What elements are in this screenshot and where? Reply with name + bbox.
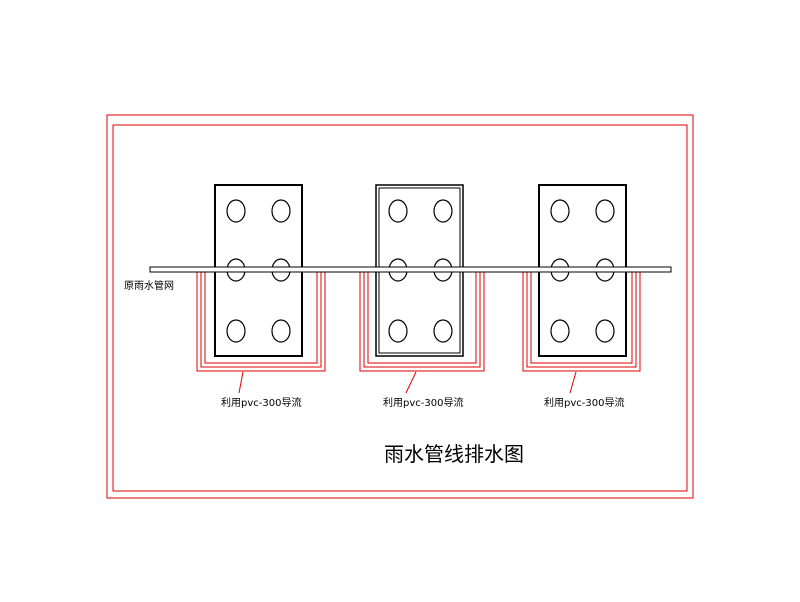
leader-line-2 (405, 371, 417, 394)
column-circle (271, 319, 291, 343)
column-circle (433, 319, 453, 343)
column-circle (226, 199, 246, 223)
column-circle (388, 199, 408, 223)
column-circle (226, 319, 246, 343)
column-circle (388, 319, 408, 343)
column-circle (271, 199, 291, 223)
column-circle (595, 319, 615, 343)
pipe-label-1: 利用pvc-300导流 (221, 396, 301, 409)
inner-frame (112, 124, 688, 492)
main-rain-pipe (149, 266, 672, 273)
pipe-label-3: 利用pvc-300导流 (544, 396, 624, 409)
drain-u-2 (359, 270, 485, 372)
drain-u-3 (522, 270, 641, 372)
drain-u-1 (196, 270, 326, 372)
main-pipe-label: 原雨水管网 (124, 279, 174, 292)
leader-line-3 (569, 371, 577, 394)
leader-line-1 (238, 371, 244, 394)
column-circle (433, 199, 453, 223)
pipe-label-2: 利用pvc-300导流 (383, 396, 463, 409)
column-circle (550, 319, 570, 343)
diagram-title: 雨水管线排水图 (384, 442, 524, 466)
column-circle (550, 199, 570, 223)
column-circle (595, 199, 615, 223)
outer-frame (106, 114, 694, 499)
